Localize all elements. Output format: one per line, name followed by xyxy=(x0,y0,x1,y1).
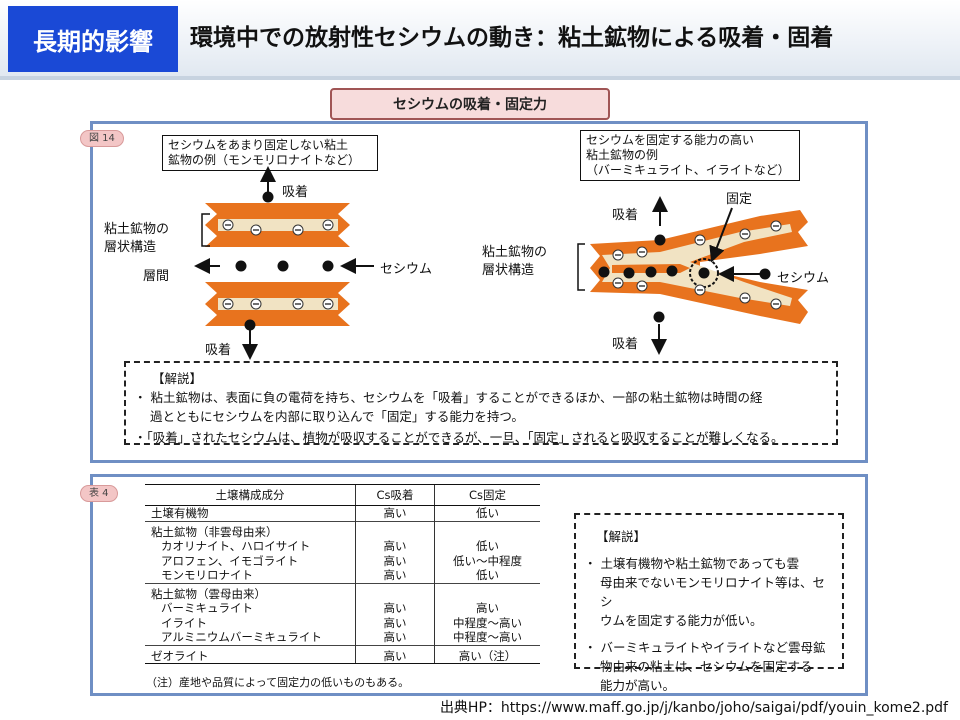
table-row: 粘土鉱物（雲母由来） xyxy=(145,582,540,601)
component-cell: ゼオライト xyxy=(145,644,356,664)
table-body: 土壌有機物高い低い粘土鉱物（非雲母由来）カオリナイト、ハロイサイト高い低いアロフ… xyxy=(145,505,540,664)
right-adsorb-top-label: 吸着 xyxy=(612,208,639,223)
adsorption-cell: 高い xyxy=(355,630,435,645)
left-clay-label: 粘土鉱物の 層状構造 xyxy=(104,222,170,255)
adsorption-cell xyxy=(355,582,435,601)
table-tag: 表 4 xyxy=(80,485,118,502)
table-note: （注）産地や品質によって固定力の低いものもある。 xyxy=(146,676,410,689)
component-cell: アロフェン、イモゴライト xyxy=(161,553,299,568)
adsorption-cell xyxy=(355,520,435,539)
right-clay-label: 粘土鉱物の 層状構造 xyxy=(482,245,548,278)
adsorption-cell: 高い xyxy=(355,644,435,664)
figure-tag: 図 14 xyxy=(80,130,124,147)
fixed-label: 固定 xyxy=(726,192,753,207)
table-row: 土壌有機物 高い低い xyxy=(145,505,540,521)
fixation-cell: 低い xyxy=(434,568,540,583)
table-row: イライト 高い中程度～高い xyxy=(145,615,540,630)
left-cesium-label: セシウム xyxy=(380,262,433,277)
figure-heading: セシウムの吸着・固定力 xyxy=(330,88,610,120)
fixation-cell: 低い～中程度 xyxy=(434,553,540,568)
adsorption-cell: 高い xyxy=(355,539,435,554)
adsorption-cell: 高い xyxy=(355,601,435,616)
component-cell: バーミキュライト xyxy=(161,601,253,615)
table-row: アルミニウムバーミキュライト 高い中程度～高い xyxy=(145,630,540,645)
table-row: カオリナイト、ハロイサイト 高い低い xyxy=(145,539,540,554)
col-header-component: 土壌構成成分 xyxy=(145,484,356,506)
table-row: アロフェン、イモゴライト 高い低い～中程度 xyxy=(145,553,540,568)
source-citation: 出典HP：https://www.maff.go.jp/j/kanbo/joho… xyxy=(439,700,948,716)
right-caption: セシウムを固定する能力の高い 粘土鉱物の例 （バーミキュライト、イライトなど） xyxy=(580,130,800,181)
soil-component-table: 土壌構成成分 Cs吸着 Cs固定 土壌有機物高い低い粘土鉱物（非雲母由来）カオリ… xyxy=(145,484,540,664)
col-header-fixation: Cs固定 xyxy=(434,484,540,506)
fixation-cell: 高い xyxy=(434,601,540,616)
component-cell: アルミニウムバーミキュライト xyxy=(161,630,322,644)
slide-title: 環境中での放射性セシウムの動き：粘土鉱物による吸着・固着 xyxy=(190,25,834,51)
header-divider xyxy=(0,76,960,80)
fixation-cell: 中程度～高い xyxy=(434,615,540,630)
fixation-cell: 低い xyxy=(434,539,540,554)
fixation-cell: 低い xyxy=(434,505,540,521)
table-row: 粘土鉱物（非雲母由来） xyxy=(145,520,540,539)
category-badge: 長期的影響 xyxy=(8,6,178,72)
table-row: ゼオライト高い高い（注） xyxy=(145,644,540,664)
header-bar: 長期的影響 環境中での放射性セシウムの動き：粘土鉱物による吸着・固着 xyxy=(0,0,960,80)
left-adsorb-top-label: 吸着 xyxy=(282,185,309,200)
left-caption: セシウムをあまり固定しない粘土 鉱物の例（モンモリロナイトなど） xyxy=(162,135,378,171)
interlayer-label: 層間 xyxy=(143,269,170,284)
adsorption-cell: 高い xyxy=(355,615,435,630)
fixation-cell: 中程度～高い xyxy=(434,630,540,645)
right-cesium-label: セシウム xyxy=(777,271,830,286)
adsorption-cell: 高い xyxy=(355,568,435,583)
component-cell: 粘土鉱物（非雲母由来） xyxy=(145,520,356,539)
table-row: モンモリロナイト 高い低い xyxy=(145,568,540,583)
adsorption-cell: 高い xyxy=(355,553,435,568)
component-cell: モンモリロナイト xyxy=(161,568,253,582)
fixation-cell xyxy=(434,582,540,601)
component-cell: イライト xyxy=(161,615,207,630)
fixation-cell xyxy=(434,520,540,539)
figure-explanation: 【解説】 ・ 粘土鉱物は、表面に負の電荷を持ち、セシウムを「吸着」することができ… xyxy=(124,361,838,445)
fixation-cell: 高い（注） xyxy=(434,644,540,664)
table-row: バーミキュライト 高い高い xyxy=(145,601,540,616)
adsorption-cell: 高い xyxy=(355,505,435,521)
component-cell: カオリナイト、ハロイサイト xyxy=(161,539,311,553)
component-cell: 土壌有機物 xyxy=(151,506,209,520)
right-adsorb-bottom-label: 吸着 xyxy=(612,337,639,352)
left-adsorb-bottom-label: 吸着 xyxy=(205,343,232,358)
component-cell: 粘土鉱物（雲母由来） xyxy=(145,582,356,601)
col-header-adsorption: Cs吸着 xyxy=(355,484,435,506)
table-explanation: 【解説】 ・ 土壌有機物や粘土鉱物であっても雲 母由来でないモンモリロナイト等は… xyxy=(574,513,844,693)
